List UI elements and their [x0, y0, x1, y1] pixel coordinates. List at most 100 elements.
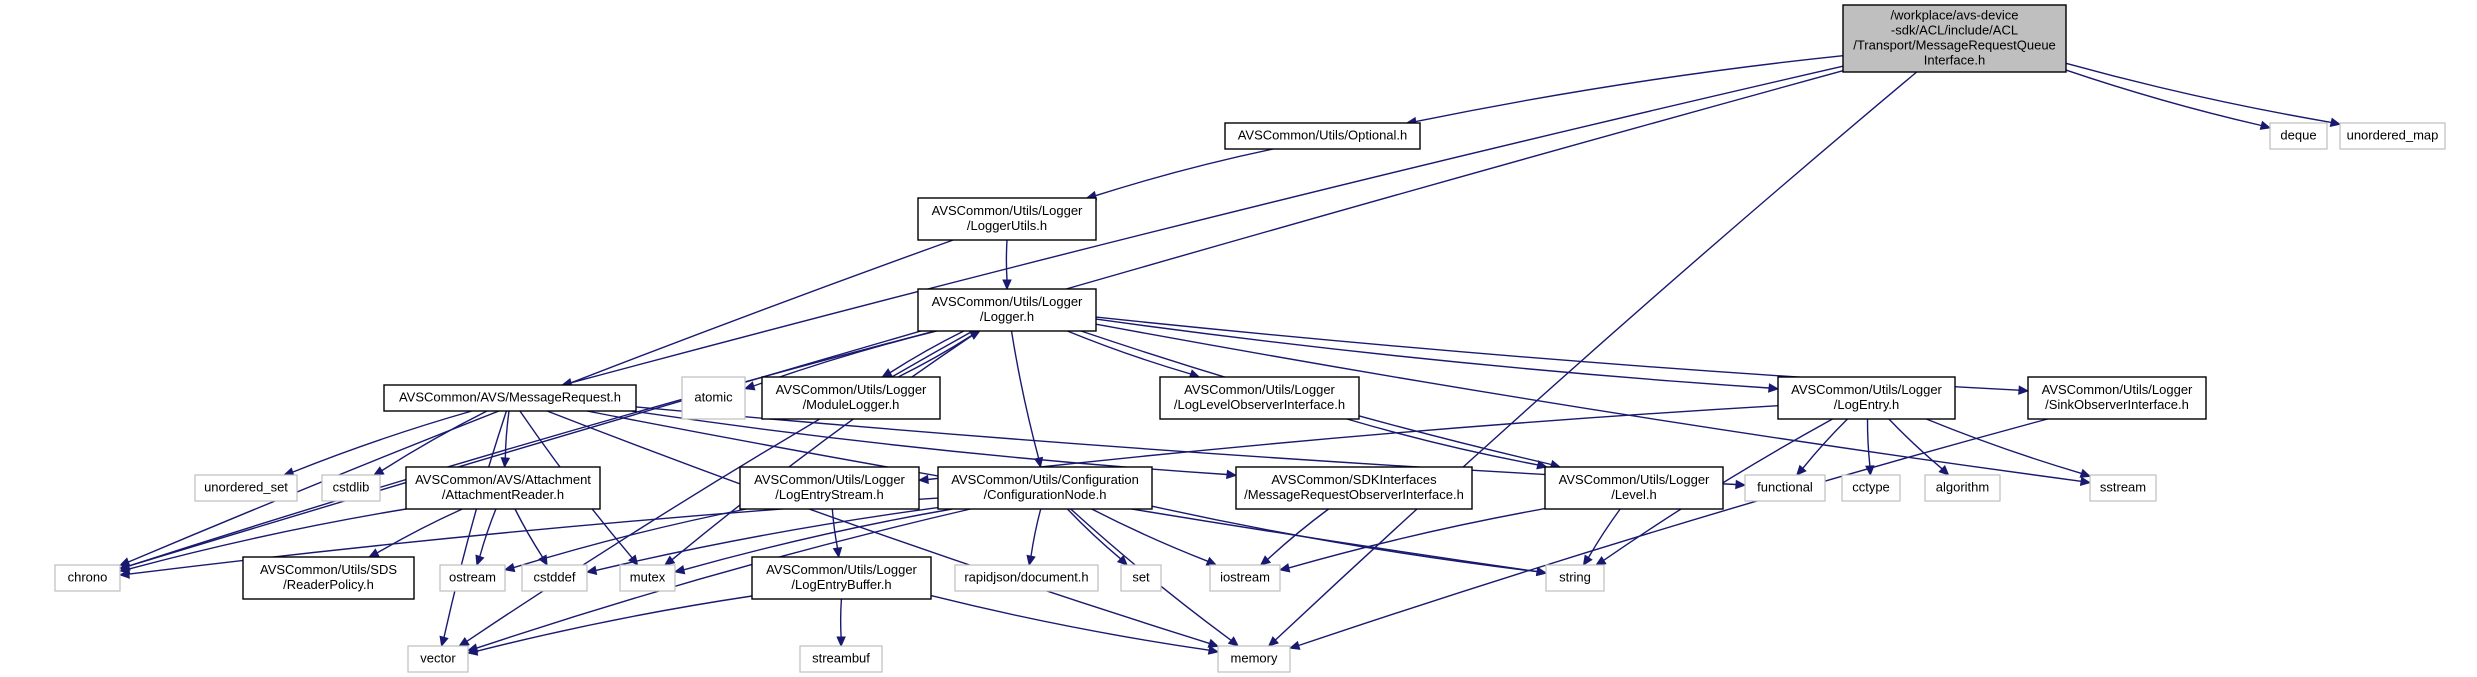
- node-loggerutils[interactable]: AVSCommon/Utils/Logger/LoggerUtils.h: [917, 197, 1097, 241]
- arrowhead-messagerequest-to-mutex: [627, 554, 639, 566]
- node-label-loglevelobs-1: /LogLevelObserverInterface.h: [1174, 397, 1345, 412]
- edge-msgreqobs-to-iostream: [1267, 508, 1330, 560]
- node-label-sstream-0: sstream: [2100, 480, 2146, 495]
- edge-logentrybuffer-to-vector: [476, 595, 753, 652]
- arrowhead-logger-to-logentry: [1768, 383, 1780, 393]
- node-label-readerpolicy-0: AVSCommon/Utils/SDS: [260, 562, 397, 577]
- node-configurationnode[interactable]: AVSCommon/Utils/Configuration/Configurat…: [937, 466, 1153, 510]
- node-root[interactable]: /workplace/avs-device-sdk/ACL/include/AC…: [1842, 4, 2067, 73]
- node-optional[interactable]: AVSCommon/Utils/Optional.h: [1224, 122, 1421, 150]
- arrowhead-logentry-to-algorithm: [1938, 464, 1950, 476]
- edge-configurationnode-to-vector: [476, 508, 971, 649]
- arrowhead-logger-to-sinkobs: [2018, 385, 2030, 395]
- edge-logentrystream-to-ostream: [513, 508, 747, 569]
- node-box-modulelogger: [761, 376, 941, 420]
- edge-logger-to-loglevelobs: [1067, 330, 1191, 375]
- arrowhead-level-to-iostream: [1278, 563, 1291, 573]
- edge-logger-to-modulelogger: [889, 330, 965, 374]
- node-atomic: atomic: [681, 376, 746, 420]
- node-box-cstdlib: [321, 474, 381, 502]
- arrowhead-configurationnode-to-cstddef: [585, 565, 598, 575]
- node-label-deque-0: deque: [2280, 128, 2316, 143]
- node-box-functional: [1744, 474, 1826, 502]
- node-label-rapidjson-0: rapidjson/document.h: [964, 570, 1088, 585]
- edge-logentry-to-cctype: [1866, 418, 1871, 467]
- arrowhead-root-to-deque: [2259, 120, 2272, 130]
- node-logentrystream[interactable]: AVSCommon/Utils/Logger/LogEntryStream.h: [739, 466, 920, 510]
- node-messagerequest[interactable]: AVSCommon/AVS/MessageRequest.h: [383, 384, 637, 412]
- node-box-iostream: [1209, 564, 1281, 592]
- node-label-iostream-0: iostream: [1220, 570, 1270, 585]
- arrowhead-logentry-to-functional: [1795, 464, 1807, 476]
- node-label-unordered_set-0: unordered_set: [204, 480, 288, 495]
- edge-configurationnode-to-iostream: [1091, 508, 1209, 562]
- edge-level-to-iostream: [1288, 507, 1546, 569]
- edge-root-to-deque: [2065, 69, 2262, 127]
- arrowhead-logentrybuffer-to-streambuf: [836, 636, 846, 648]
- node-label-modulelogger-1: /ModuleLogger.h: [803, 397, 900, 412]
- node-label-cctype-0: cctype: [1852, 480, 1890, 495]
- node-label-cstdlib-0: cstdlib: [333, 480, 370, 495]
- edge-logentry-to-sstream: [1926, 418, 2082, 475]
- arrowhead-messagerequest-to-cstdlib: [372, 466, 385, 476]
- node-label-algorithm-0: algorithm: [1936, 480, 1989, 495]
- arrowhead-configurationnode-to-string: [1535, 566, 1548, 577]
- node-box-rapidjson: [954, 564, 1099, 592]
- node-loglevelobs[interactable]: AVSCommon/Utils/Logger/LogLevelObserverI…: [1159, 376, 1360, 420]
- node-label-string-0: string: [1559, 570, 1591, 585]
- node-label-set-0: set: [1132, 570, 1150, 585]
- edge-messagerequest-to-vector: [443, 410, 508, 638]
- node-string: string: [1545, 564, 1605, 592]
- node-label-streambuf-0: streambuf: [812, 651, 870, 666]
- node-logentry[interactable]: AVSCommon/Utils/Logger/LogEntry.h: [1777, 376, 1956, 420]
- node-label-readerpolicy-1: /ReaderPolicy.h: [283, 577, 374, 592]
- edge-logger-to-mutex: [671, 330, 980, 561]
- node-label-cstddef-0: cstddef: [534, 570, 576, 585]
- node-logentrybuffer[interactable]: AVSCommon/Utils/Logger/LogEntryBuffer.h: [751, 556, 932, 600]
- node-label-functional-0: functional: [1757, 480, 1813, 495]
- arrowhead-root-to-memory: [1267, 636, 1279, 647]
- arrowhead-loglevelobs-to-level: [1536, 460, 1548, 470]
- arrowhead-msgreqobs-to-iostream: [1259, 555, 1272, 566]
- edge-sinkobs-to-memory: [1298, 418, 2048, 647]
- arrowhead-configurationnode-to-rapidjson: [1026, 554, 1036, 567]
- arrowhead-level-to-string: [1582, 554, 1593, 567]
- node-label-logentrybuffer-1: /LogEntryBuffer.h: [791, 577, 891, 592]
- node-logger[interactable]: AVSCommon/Utils/Logger/Logger.h: [917, 288, 1097, 332]
- node-box-configurationnode: [937, 466, 1153, 510]
- edge-messagerequest-to-attachmentreader: [504, 410, 510, 459]
- node-unordered_set: unordered_set: [194, 474, 298, 502]
- arrowhead-logentry-to-sstream: [2079, 468, 2092, 478]
- node-label-chrono-0: chrono: [68, 570, 108, 585]
- edge-configurationnode-to-mutex: [683, 508, 953, 571]
- edge-logentry-to-functional: [1802, 418, 1848, 469]
- node-sinkobs[interactable]: AVSCommon/Utils/Logger/SinkObserverInter…: [2027, 376, 2207, 420]
- node-label-root-0: /workplace/avs-device: [1891, 8, 2019, 23]
- node-box-readerpolicy: [242, 556, 415, 600]
- node-level[interactable]: AVSCommon/Utils/Logger/Level.h: [1544, 466, 1724, 510]
- node-attachmentreader[interactable]: AVSCommon/AVS/Attachment/AttachmentReade…: [405, 466, 601, 510]
- arrowhead-configurationnode-to-chrono: [118, 569, 130, 579]
- node-label-attachmentreader-0: AVSCommon/AVS/Attachment: [415, 472, 591, 487]
- edge-configurationnode-to-set: [1066, 508, 1122, 560]
- node-readerpolicy[interactable]: AVSCommon/Utils/SDS/ReaderPolicy.h: [242, 556, 415, 600]
- arrowhead-loggerutils-to-logger: [1002, 279, 1012, 291]
- node-msgreqobs[interactable]: AVSCommon/SDKInterfaces/MessageRequestOb…: [1235, 466, 1473, 510]
- node-sstream: sstream: [2089, 474, 2157, 502]
- arrowhead-configurationnode-to-mutex: [673, 565, 686, 575]
- node-box-logentrystream: [739, 466, 920, 510]
- edge-configurationnode-to-string: [1151, 505, 1538, 573]
- arrowhead-logger-to-atomic: [743, 381, 756, 391]
- edge-attachmentreader-to-ostream: [479, 508, 497, 557]
- arrowhead-logger-to-mutex: [663, 555, 676, 566]
- node-box-loggerutils: [917, 197, 1097, 241]
- node-label-atomic-0: atomic: [694, 390, 733, 405]
- edge-logger-to-logentry: [1095, 318, 1770, 389]
- node-label-sinkobs-1: /SinkObserverInterface.h: [2045, 397, 2189, 412]
- edge-logentry-to-algorithm: [1888, 418, 1943, 470]
- node-box-logentry: [1777, 376, 1956, 420]
- node-box-ostream: [439, 564, 506, 592]
- node-modulelogger[interactable]: AVSCommon/Utils/Logger/ModuleLogger.h: [761, 376, 941, 420]
- node-label-logentrystream-1: /LogEntryStream.h: [775, 487, 883, 502]
